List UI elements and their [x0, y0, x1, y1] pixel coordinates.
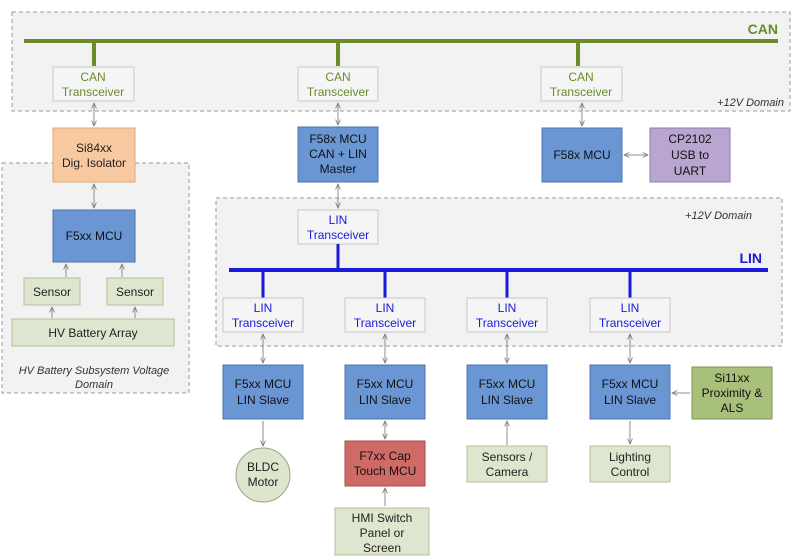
svg-text:Screen: Screen	[363, 541, 401, 555]
can-transceiver-1: CAN Transceiver	[52, 66, 135, 102]
svg-text:LIN Slave: LIN Slave	[359, 393, 411, 407]
svg-text:F5xx MCU: F5xx MCU	[235, 377, 292, 391]
lin-bus-label: LIN	[739, 250, 762, 266]
svg-text:USB to: USB to	[671, 148, 709, 162]
svg-text:Touch MCU: Touch MCU	[354, 464, 417, 478]
connectors	[52, 103, 690, 506]
hmi-switch-panel: HMI Switch Panel or Screen	[334, 507, 430, 556]
can-12v-domain-region	[11, 11, 791, 112]
svg-text:LIN: LIN	[376, 301, 395, 315]
si11xx-proximity-als: Si11xx Proximity & ALS	[691, 366, 773, 420]
lin-slave-3: F5xx MCU LIN Slave	[466, 364, 548, 420]
svg-text:CAN: CAN	[325, 70, 350, 84]
svg-text:F5xx MCU: F5xx MCU	[357, 377, 414, 391]
svg-text:Master: Master	[320, 162, 357, 176]
svg-text:Camera: Camera	[486, 465, 529, 479]
sensor-1: Sensor	[23, 277, 81, 306]
svg-text:LIN: LIN	[329, 213, 348, 227]
svg-text:CAN: CAN	[80, 70, 105, 84]
hv-f5xx-mcu: F5xx MCU	[52, 209, 136, 263]
svg-text:LIN: LIN	[498, 301, 517, 315]
lin-domain-label: +12V Domain	[685, 210, 752, 222]
svg-text:Panel or: Panel or	[360, 526, 405, 540]
svg-text:ALS: ALS	[721, 401, 744, 415]
svg-text:Transceiver: Transceiver	[307, 228, 369, 242]
sensors-camera: Sensors / Camera	[466, 445, 548, 483]
svg-text:Transceiver: Transceiver	[232, 316, 294, 330]
svg-text:HMI Switch: HMI Switch	[352, 511, 413, 525]
svg-text:F5xx MCU: F5xx MCU	[479, 377, 536, 391]
can-transceiver-2: CAN Transceiver	[297, 66, 379, 102]
can-domain-label: +12V Domain	[717, 97, 784, 109]
svg-text:Motor: Motor	[248, 475, 279, 489]
digital-isolator: Si84xx Dig. Isolator	[52, 127, 136, 183]
svg-text:Si11xx: Si11xx	[714, 371, 749, 385]
svg-text:F58x MCU: F58x MCU	[553, 148, 610, 162]
lin-slave-1: F5xx MCU LIN Slave	[222, 364, 304, 420]
cap-touch-mcu: F7xx Cap Touch MCU	[344, 440, 426, 487]
usb-f58x-mcu: F58x MCU	[541, 127, 623, 183]
svg-text:F58x MCU: F58x MCU	[309, 132, 366, 146]
svg-text:HV Battery Array: HV Battery Array	[48, 326, 137, 340]
svg-text:Proximity &: Proximity &	[702, 386, 763, 400]
hv-domain-label-line2: Domain	[75, 379, 113, 391]
master-mcu: F58x MCU CAN + LIN Master	[297, 126, 379, 183]
svg-text:LIN: LIN	[254, 301, 273, 315]
svg-text:Control: Control	[611, 465, 650, 479]
lin-transceiver-1: LIN Transceiver	[222, 297, 304, 333]
svg-text:F7xx Cap: F7xx Cap	[359, 449, 411, 463]
svg-text:Transceiver: Transceiver	[354, 316, 416, 330]
svg-text:CAN + LIN: CAN + LIN	[309, 147, 367, 161]
hv-domain-label-line1: HV Battery Subsystem Voltage	[19, 365, 170, 377]
can-transceiver-3: CAN Transceiver	[540, 66, 623, 102]
svg-text:BLDC: BLDC	[247, 460, 279, 474]
svg-text:F5xx MCU: F5xx MCU	[66, 229, 123, 243]
svg-text:F5xx MCU: F5xx MCU	[602, 377, 659, 391]
svg-text:UART: UART	[674, 164, 707, 178]
svg-text:Transceiver: Transceiver	[599, 316, 661, 330]
svg-text:Transceiver: Transceiver	[476, 316, 538, 330]
lin-transceiver-4: LIN Transceiver	[589, 297, 671, 333]
svg-text:LIN Slave: LIN Slave	[481, 393, 533, 407]
svg-text:LIN Slave: LIN Slave	[604, 393, 656, 407]
svg-text:Si84xx: Si84xx	[76, 141, 112, 155]
svg-text:Lighting: Lighting	[609, 450, 651, 464]
svg-text:Sensor: Sensor	[33, 285, 71, 299]
svg-text:Transceiver: Transceiver	[550, 85, 612, 99]
cp2102-usb-uart: CP2102 USB to UART	[649, 127, 731, 183]
lin-slave-2: F5xx MCU LIN Slave	[344, 364, 426, 420]
can-bus-label: CAN	[748, 21, 778, 37]
svg-text:CP2102: CP2102	[668, 132, 712, 146]
hv-battery-array: HV Battery Array	[11, 318, 175, 347]
svg-text:LIN: LIN	[621, 301, 640, 315]
bldc-motor: BLDC Motor	[235, 447, 291, 503]
lin-transceiver-3: LIN Transceiver	[466, 297, 548, 333]
svg-text:Sensors /: Sensors /	[482, 450, 533, 464]
svg-text:LIN Slave: LIN Slave	[237, 393, 289, 407]
lin-slave-4: F5xx MCU LIN Slave	[589, 364, 671, 420]
lin-master-transceiver: LIN Transceiver	[297, 209, 379, 245]
svg-text:Transceiver: Transceiver	[307, 85, 369, 99]
lin-transceiver-2: LIN Transceiver	[344, 297, 426, 333]
lighting-control: Lighting Control	[589, 445, 671, 483]
sensor-2: Sensor	[106, 277, 164, 306]
svg-text:Transceiver: Transceiver	[62, 85, 124, 99]
svg-text:Dig. Isolator: Dig. Isolator	[62, 156, 126, 170]
svg-text:CAN: CAN	[568, 70, 593, 84]
svg-text:Sensor: Sensor	[116, 285, 154, 299]
